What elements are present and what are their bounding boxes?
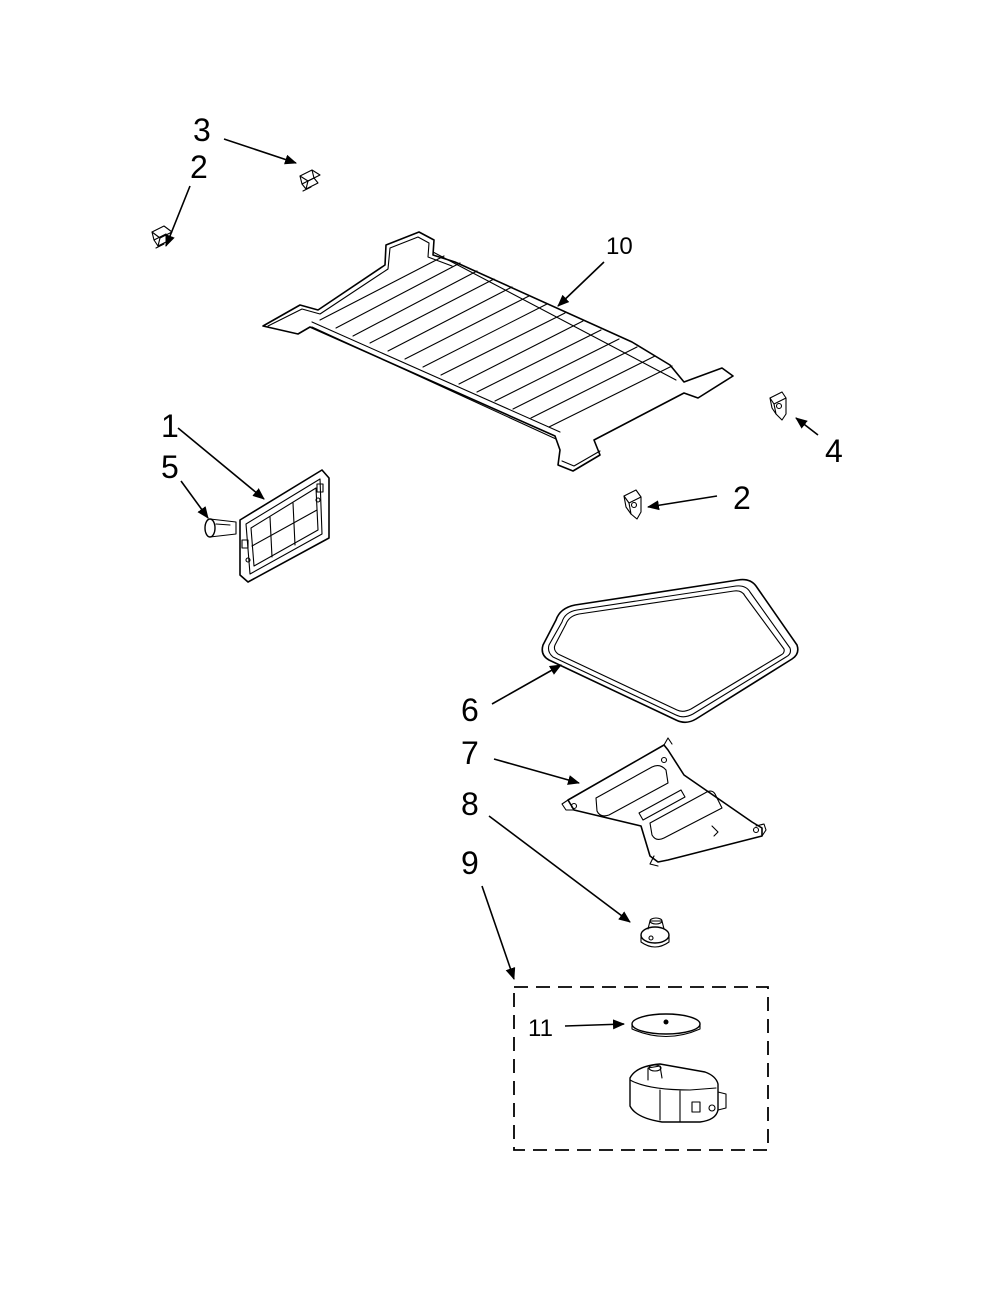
callout-10: 10 bbox=[606, 233, 633, 260]
leader-11 bbox=[564, 1019, 625, 1030]
callout-11: 11 bbox=[528, 1015, 553, 1042]
callout-6: 6 bbox=[461, 692, 479, 728]
leader-5 bbox=[180, 480, 209, 519]
callout-2-right: 2 bbox=[733, 480, 751, 516]
leader-2-right bbox=[647, 495, 718, 511]
motor-body bbox=[629, 1063, 727, 1123]
part-motor-assembly-9 bbox=[513, 986, 769, 1151]
leader-3 bbox=[223, 138, 297, 165]
callout-5: 5 bbox=[161, 449, 179, 485]
leader-1 bbox=[177, 427, 265, 500]
leader-2-top bbox=[165, 185, 191, 247]
part-wire-rack-10 bbox=[262, 231, 734, 472]
part-cap-11 bbox=[631, 1013, 701, 1037]
part-clip-4 bbox=[769, 391, 787, 421]
part-clip-2-right bbox=[623, 489, 642, 520]
callout-3: 3 bbox=[193, 112, 211, 148]
callout-7: 7 bbox=[461, 735, 479, 771]
part-glass-tray-6 bbox=[541, 578, 799, 724]
part-clip-2-top bbox=[151, 225, 173, 249]
motor-assembly-dashed-box bbox=[513, 986, 769, 1151]
leader-4 bbox=[795, 417, 819, 436]
leader-7 bbox=[493, 758, 580, 785]
callout-1: 1 bbox=[161, 408, 179, 444]
leader-10 bbox=[557, 261, 605, 307]
part-coupler-8 bbox=[640, 917, 670, 948]
callout-9: 9 bbox=[461, 845, 479, 881]
leader-6 bbox=[491, 664, 562, 705]
callout-4: 4 bbox=[825, 433, 843, 469]
rack-cross-wires bbox=[319, 255, 673, 428]
part-support-frame-7 bbox=[561, 737, 767, 867]
part-screw-5 bbox=[204, 518, 237, 538]
part-vent-grille-1 bbox=[239, 469, 330, 583]
callout-8: 8 bbox=[461, 786, 479, 822]
leader-8 bbox=[488, 815, 631, 923]
part-clip-3 bbox=[299, 169, 321, 192]
leader-lines bbox=[165, 138, 819, 1030]
leader-9 bbox=[481, 885, 516, 980]
callout-2-top: 2 bbox=[190, 149, 208, 185]
